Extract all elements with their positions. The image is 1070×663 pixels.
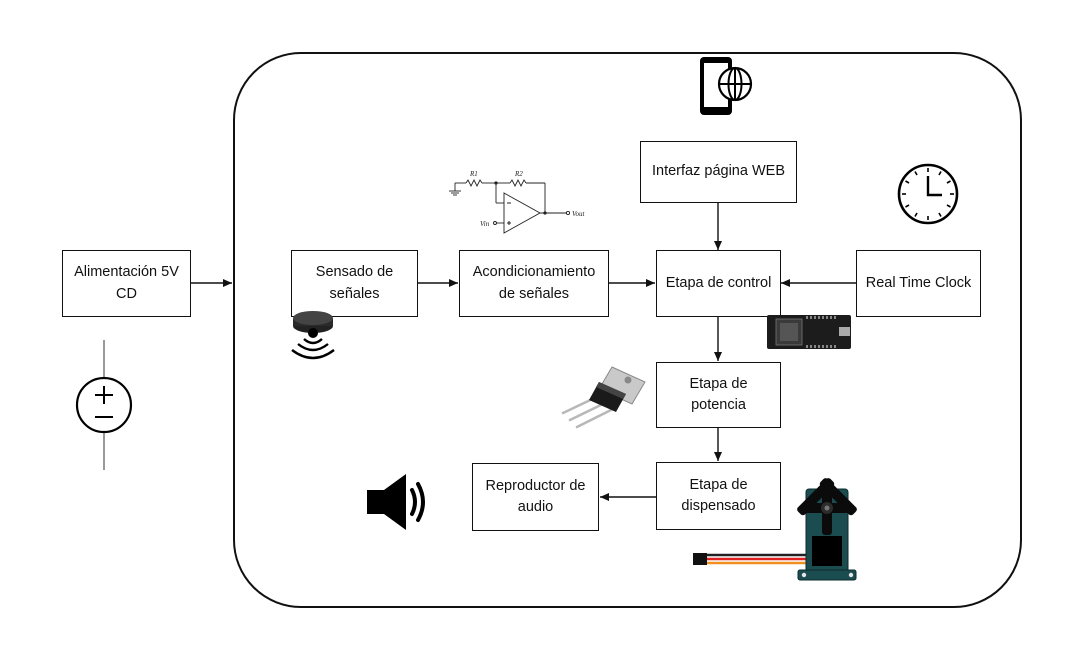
microcontroller-board-icon: [767, 315, 851, 349]
power-supply-label: Alimentación 5V CD: [74, 264, 179, 302]
signal-conditioning-label: Acondicionamiento de señales: [472, 264, 596, 302]
signal-conditioning-block: Acondicionamiento de señales: [459, 250, 609, 317]
signal-sensing-block: Sensado de señales: [291, 250, 418, 317]
dispensing-stage-label: Etapa de dispensado: [681, 476, 756, 514]
web-interface-label: Interfaz página WEB: [652, 163, 785, 180]
web-interface-block: Interfaz página WEB: [640, 141, 797, 203]
power-stage-block: Etapa de potencia: [656, 362, 781, 428]
power-stage-label: Etapa de potencia: [689, 375, 748, 413]
control-stage-block: Etapa de control: [656, 250, 781, 317]
speaker-icon: [367, 474, 425, 530]
opamp-circuit-icon: [449, 178, 571, 234]
opamp-vout-label: Vout: [572, 210, 586, 218]
clock-icon: [897, 163, 959, 225]
opamp-r1-label: R1: [469, 170, 478, 178]
system-frame: [233, 52, 1022, 608]
servo-motor-icon: [693, 478, 857, 581]
audio-player-label: Reproductor de audio: [485, 477, 586, 515]
real-time-clock-block: Real Time Clock: [856, 250, 981, 317]
dispensing-stage-block: Etapa de dispensado: [656, 462, 781, 530]
proximity-sensor-icon: [291, 311, 335, 360]
real-time-clock-label: Real Time Clock: [865, 274, 972, 291]
opamp-vin-label: Vin: [480, 220, 490, 228]
dc-voltage-source-icon: [75, 340, 133, 470]
control-stage-label: Etapa de control: [665, 274, 772, 291]
audio-player-block: Reproductor de audio: [472, 463, 599, 531]
smartphone-globe-icon: [700, 57, 753, 115]
power-supply-block: Alimentación 5V CD: [62, 250, 191, 317]
signal-sensing-label: Sensado de señales: [315, 264, 394, 302]
opamp-r2-label: R2: [514, 170, 523, 178]
transistor-icon: [561, 366, 646, 429]
